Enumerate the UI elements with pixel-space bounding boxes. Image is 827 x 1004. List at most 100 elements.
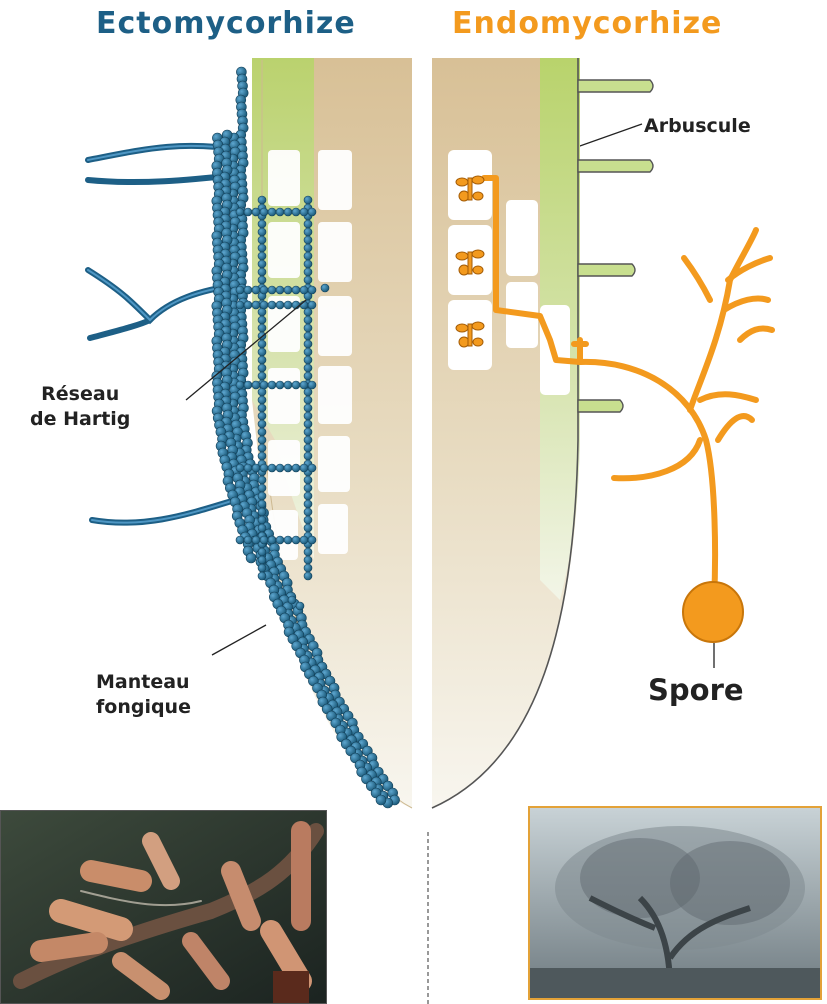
hypha-bead — [304, 404, 312, 412]
hypha-bead — [252, 301, 260, 309]
hypha-bead — [258, 236, 266, 244]
hypha-bead — [268, 536, 276, 544]
hypha-bead — [300, 464, 308, 472]
label-manteau-line1: Manteau — [96, 670, 191, 695]
hypha-bead — [304, 572, 312, 580]
hypha-bead — [268, 286, 276, 294]
label-reseau-line1: Réseau — [30, 382, 130, 407]
hypha-bead — [304, 444, 312, 452]
hypha-bead — [300, 208, 308, 216]
hypha-bead — [308, 208, 316, 216]
hypha-bead — [376, 795, 386, 805]
hypha-bead — [236, 536, 244, 544]
hypha-bead — [258, 492, 266, 500]
hypha-bead — [260, 301, 268, 309]
hypha-bead — [258, 508, 266, 516]
hypha-bead — [304, 436, 312, 444]
hypha-bead — [258, 276, 266, 284]
hypha-bead — [304, 524, 312, 532]
hypha-bead — [304, 228, 312, 236]
hypha-bead — [258, 260, 266, 268]
hypha-bead — [244, 286, 252, 294]
hypha-bead — [284, 464, 292, 472]
hypha-bead — [292, 286, 300, 294]
hypha-bead — [321, 284, 329, 292]
hypha-bead — [304, 420, 312, 428]
hypha-bead — [304, 412, 312, 420]
hypha-bead — [258, 324, 266, 332]
hypha-bead — [246, 553, 256, 563]
hypha-bead — [304, 564, 312, 572]
hypha-bead — [258, 484, 266, 492]
hypha-bead — [304, 484, 312, 492]
hypha-bead — [300, 381, 308, 389]
hypha-bead — [304, 332, 312, 340]
hypha-bead — [252, 381, 260, 389]
hypha-bead — [258, 196, 266, 204]
hypha-bead — [268, 301, 276, 309]
hypha-bead — [260, 536, 268, 544]
hypha-bead — [258, 412, 266, 420]
hypha-bead — [258, 556, 266, 564]
hypha-bead — [260, 381, 268, 389]
hypha-bead — [284, 536, 292, 544]
label-spore: Spore — [648, 678, 744, 703]
hypha-bead — [258, 356, 266, 364]
hypha-bead — [304, 492, 312, 500]
hypha-bead — [304, 500, 312, 508]
hypha-bead — [304, 476, 312, 484]
hypha-bead — [288, 596, 296, 604]
hypha-bead — [304, 508, 312, 516]
hypha-bead — [244, 301, 252, 309]
hypha-bead — [258, 572, 266, 580]
spore-shape — [683, 582, 743, 642]
hypha-bead — [292, 208, 300, 216]
hypha-bead — [304, 388, 312, 396]
hypha-bead — [292, 381, 300, 389]
hypha-bead — [304, 356, 312, 364]
hypha-bead — [304, 196, 312, 204]
hypha-bead — [260, 286, 268, 294]
hypha-bead — [258, 564, 266, 572]
hypha-bead — [296, 602, 304, 610]
label-manteau-fongique: Manteau fongique — [96, 670, 191, 720]
hypha-bead — [304, 276, 312, 284]
hypha-bead — [276, 381, 284, 389]
hypha-bead — [244, 381, 252, 389]
hypha-bead — [236, 381, 244, 389]
hypha-bead — [304, 236, 312, 244]
hypha-bead — [268, 464, 276, 472]
hypha-bead — [236, 208, 244, 216]
hypha-bead — [258, 428, 266, 436]
hypha-bead — [276, 301, 284, 309]
hypha-bead — [258, 404, 266, 412]
hypha-bead — [258, 420, 266, 428]
title-endomycorhize: Endomycorhize — [452, 6, 722, 41]
ectomycorrhiza-photo — [0, 810, 327, 1004]
hypha-bead — [258, 444, 266, 452]
endo-root — [432, 58, 653, 808]
hypha-bead — [304, 244, 312, 252]
label-reseau-de-hartig: Réseau de Hartig — [30, 382, 130, 432]
hypha-bead — [258, 476, 266, 484]
hypha-bead — [258, 364, 266, 372]
hypha-bead — [292, 536, 300, 544]
hypha-bead — [300, 286, 308, 294]
hypha-bead — [258, 220, 266, 228]
label-reseau-line2: de Hartig — [30, 407, 130, 432]
hypha-bead — [258, 500, 266, 508]
hypha-bead — [300, 536, 308, 544]
hypha-bead — [304, 396, 312, 404]
hypha-bead — [258, 340, 266, 348]
title-ectomycorhize: Ectomycorhize — [96, 6, 356, 41]
hypha-bead — [276, 286, 284, 294]
hypha-bead — [244, 464, 252, 472]
hypha-bead — [258, 252, 266, 260]
hypha-bead — [304, 428, 312, 436]
hypha-bead — [258, 452, 266, 460]
hypha-bead — [304, 556, 312, 564]
hypha-bead — [258, 524, 266, 532]
hypha-bead — [304, 348, 312, 356]
hypha-bead — [304, 548, 312, 556]
hypha-bead — [258, 436, 266, 444]
